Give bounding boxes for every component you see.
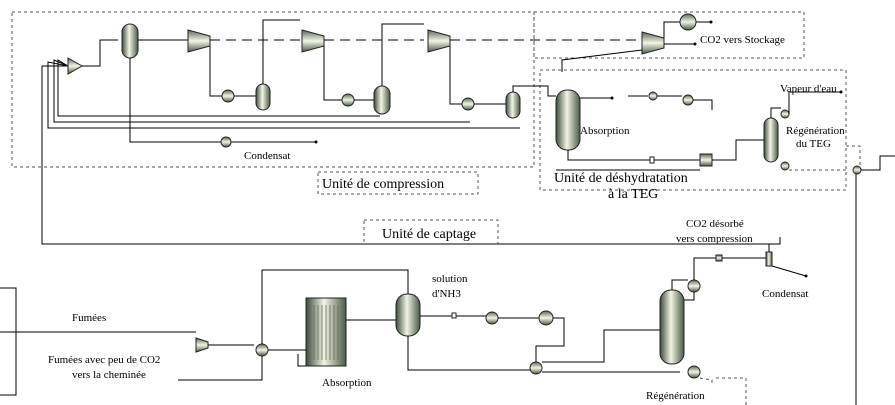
- teg-regeneration-label-2: du TEG: [796, 138, 831, 150]
- nh3-solution-label-1: solution: [432, 273, 468, 285]
- dehydration-unit-label-2: à la TEG: [608, 187, 658, 202]
- cooler-3-icon: [461, 97, 475, 111]
- co2-flash-drum: [765, 251, 773, 267]
- cooler-1-icon: [221, 89, 235, 103]
- flash-drum-1: [121, 23, 139, 59]
- absorption-top-label: Absorption: [580, 125, 630, 137]
- flash-drum-3: [373, 85, 391, 115]
- cooler-2-icon: [341, 93, 355, 107]
- co2-desorbed-label-2: vers compression: [676, 233, 753, 245]
- capture-unit-label: Unité de captage: [382, 227, 476, 242]
- flue-gas-exchanger-icon: [255, 343, 269, 357]
- teg-condenser-icon: [780, 109, 790, 119]
- absorption-column-top: [555, 89, 581, 151]
- mixer-icon: [67, 57, 84, 75]
- flue-gas-label: Fumées: [72, 312, 106, 324]
- teg-reboiler-icon: [780, 161, 790, 171]
- regen-reboiler-icon: [687, 365, 701, 379]
- compressor-4-icon: [641, 31, 665, 55]
- co2-storage-label: CO2 vers Stockage: [700, 34, 785, 46]
- condensate-top-label: Condensat: [244, 150, 290, 162]
- dehydration-unit-label-1: Unité de déshydratation: [554, 171, 688, 186]
- teg-regeneration-label-1: Régénération: [786, 125, 845, 137]
- teg-pump-icon: [682, 94, 694, 106]
- condensate-pump-icon: [220, 136, 232, 148]
- storage-box: [533, 11, 805, 59]
- regeneration-label: Régénération: [646, 390, 705, 402]
- teg-regeneration-column: [763, 117, 779, 163]
- teg-valve-icon: [852, 165, 862, 175]
- nh3-vessel: [395, 293, 421, 337]
- nh3-cooler-icon: [485, 311, 499, 325]
- compression-unit-label: Unité de compression: [322, 177, 444, 192]
- compression-label-box: [317, 171, 479, 195]
- nh3-pump-icon: [538, 310, 554, 326]
- condensate-bottom-label: Condensat: [762, 288, 808, 300]
- rich-lean-exchanger-icon: [529, 361, 543, 375]
- flash-drum-4: [505, 91, 521, 119]
- compressor-2-icon: [301, 29, 325, 53]
- dehydration-unit-box: [539, 69, 847, 191]
- flash-drum-2: [255, 83, 271, 111]
- absorber-packing: [309, 305, 343, 360]
- water-vapor-label: Vapeur d'eau: [780, 83, 837, 95]
- regeneration-column: [659, 289, 685, 365]
- co2-desorbed-label-1: CO2 désorbé: [686, 218, 744, 230]
- absorption-bottom-label: Absorption: [322, 377, 372, 389]
- compression-unit-box: [11, 11, 535, 168]
- recycle-line: [41, 65, 781, 245]
- storage-cooler-icon: [679, 13, 697, 31]
- blower-icon: [195, 337, 209, 353]
- low-co2-flue-label-2: vers la cheminée: [72, 369, 146, 381]
- compressor-3-icon: [427, 29, 451, 53]
- compressor-1-icon: [187, 29, 211, 53]
- low-co2-flue-label-1: Fumées avec peu de CO2: [48, 354, 160, 366]
- regen-condenser-icon: [687, 279, 701, 293]
- teg-cooler-icon: [648, 91, 658, 101]
- teg-heat-exchanger-icon: [699, 153, 713, 167]
- nh3-solution-label-2: d'NH3: [432, 288, 461, 300]
- co2-valve-icon: [715, 254, 723, 262]
